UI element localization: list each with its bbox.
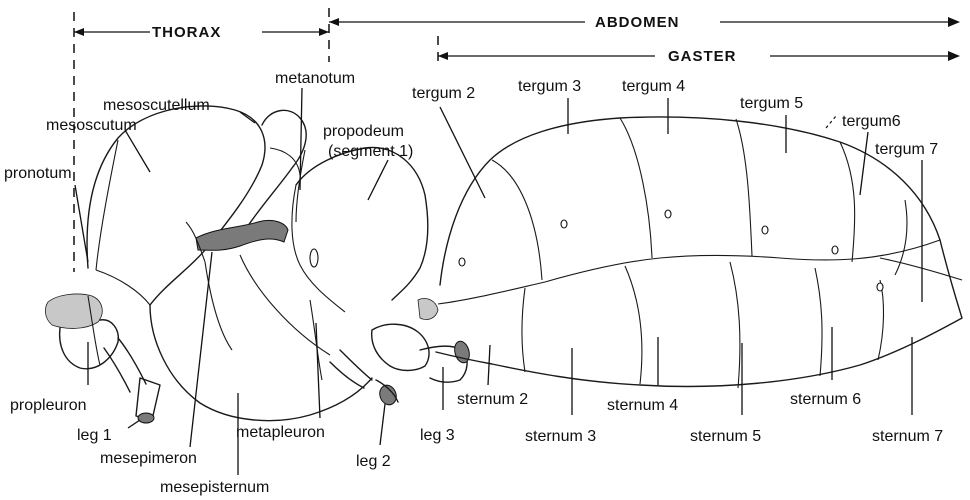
spiracle-7 [877,283,883,291]
leader-tergum6 [860,132,868,195]
label-propodeum: propodeum [323,123,404,140]
spiracle-4 [665,210,671,218]
region-gaster-label: GASTER [668,48,737,65]
label-metanotum: metanotum [275,70,355,87]
label-sternum2: sternum 2 [457,391,528,408]
propleuron-stipple [45,294,102,328]
label-sternum6: sternum 6 [790,391,861,408]
label-leg3: leg 3 [420,427,455,444]
leader-mesepimeron [190,252,212,447]
spiracle-6 [832,246,838,254]
label-tergum5: tergum 5 [740,95,803,112]
leader-pronotum [75,185,88,262]
label-tergum2: tergum 2 [412,85,475,102]
spiracle-3 [561,220,567,228]
insect-body [45,106,962,423]
label-metapleuron: metapleuron [236,424,325,441]
label-leg1: leg 1 [77,427,112,444]
label-propodeum-segment: (segment 1) [328,143,413,160]
label-sternum5: sternum 5 [690,428,761,445]
leader-leg2 [380,404,385,445]
leader-sternum2 [488,345,490,385]
label-pronotum: pronotum [4,165,72,182]
propodeum-spiracle [310,249,318,267]
label-sternum7: sternum 7 [872,428,943,445]
label-mesoscutellum: mesoscutellum [103,97,210,114]
leader-propodeum [368,160,388,200]
label-sternum3: sternum 3 [525,428,596,445]
leg3-shape [372,324,429,370]
label-leg2: leg 2 [356,453,391,470]
leader-tergum2 [440,107,485,198]
region-thorax-label: THORAX [152,24,221,41]
leader-metapleuron [316,323,320,418]
leg2-shape [330,350,372,388]
propodeum-shape [296,148,428,300]
label-propleuron: propleuron [10,397,87,414]
label-tergum4: tergum 4 [622,78,685,95]
spiracle-2 [459,258,465,266]
label-tergum7: tergum 7 [875,141,938,158]
label-sternum4: sternum 4 [607,397,678,414]
mesepisternum-shape [150,305,372,421]
label-tergum3: tergum 3 [518,78,581,95]
label-mesepisternum: mesepisternum [160,479,269,496]
metanotum-band [196,220,288,250]
leader-mesoscutellum [240,112,255,123]
spiracle-5 [762,226,768,234]
leader-lines [75,88,922,475]
leader-leg1 [128,420,140,428]
label-mesepimeron: mesepimeron [100,450,197,467]
leader-tergum6-dashed [826,116,836,128]
region-brackets [74,8,960,272]
region-abdomen-label: ABDOMEN [595,14,680,31]
mesoscutellum-shape [245,110,306,230]
mesoscutum-shape [87,106,265,305]
label-mesoscutum: mesoscutum [46,117,137,134]
label-tergum6: tergum6 [842,113,901,130]
leader-mesoscutum [125,130,150,172]
